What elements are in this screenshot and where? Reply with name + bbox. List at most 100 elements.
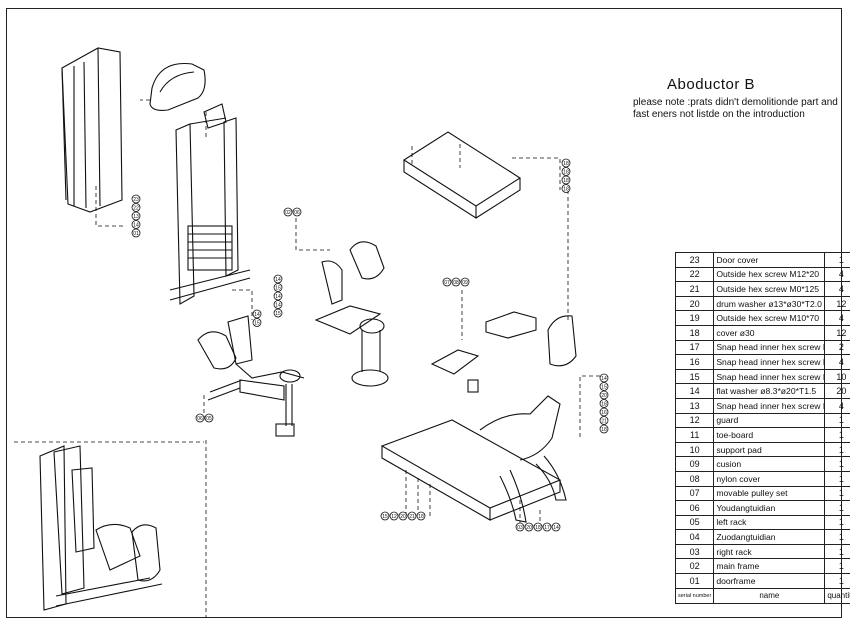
callout-circle [599,382,609,391]
callout-label: 15 [275,311,281,317]
parts-list-cell-no: 20 [674,295,715,312]
callout-label: 18 [418,514,424,520]
callout-circle [416,511,426,521]
callout-circle [599,416,609,425]
callout-circle [561,167,571,176]
callout-circle [131,194,141,204]
parts-list-cell-qty: 1 [824,514,850,531]
callout-label: 02 [285,210,291,216]
parts-list-cell-qty: 10 [824,368,850,385]
parts-list-cell-name: Zuodangtuidian [713,529,826,545]
callout-label: 18 [601,427,607,433]
callout-circle [533,522,543,532]
callout-circle [131,203,141,212]
callout-label: 06 [197,416,203,422]
callout-circle [460,277,470,287]
callout-circle [273,300,283,309]
callout-label: 05 [206,416,212,422]
parts-list-cell-no: 19 [674,310,715,326]
parts-list-cell-no: 21 [674,281,715,297]
parts-list-cell-name: support pad [713,441,826,458]
callout-circle [283,207,293,217]
base-frame-part [380,395,567,523]
parts-list-cell-qty: 1 [824,485,850,502]
parts-list-cell-name: drum washer ø13*ø30*T2.0 [713,295,826,312]
parts-list-cell-no: 18 [674,324,715,341]
parts-list-cell-no: 07 [674,485,715,502]
callout-label: 18 [563,187,569,193]
parts-list-cell-name: Youdangtuidian [713,500,826,516]
callout-label: 22 [133,206,139,212]
callout-label: 12 [391,514,397,520]
parts-list-cell-qty: 1 [824,252,850,268]
parts-list-cell-name: main frame [713,558,826,575]
callout-circle [561,175,571,185]
parts-list-cell-qty: 4 [824,354,850,370]
callout-circle [561,158,571,168]
callout-label: 14 [275,294,281,300]
parts-list-cell-no: 17 [674,339,715,356]
callout-label: 17 [544,525,550,531]
parts-list-cell-qty: 2 [824,339,850,356]
callout-label: 21 [601,419,607,425]
callout-label: 01 [133,231,139,237]
main-frame-part [169,103,251,305]
parts-list-cell-qty: 1 [824,441,850,458]
callout-circle [195,413,205,423]
parts-list-cell-no: 11 [674,427,715,443]
callout-label: 21 [409,514,415,520]
callout-label: 15 [382,514,388,520]
parts-list-cell-no: 15 [674,368,715,385]
callout-circle [599,373,609,383]
parts-list-cell-qty: 12 [824,324,850,341]
callout-label: 18 [563,161,569,167]
movable-pulley-part [430,311,577,393]
callout-circle [273,283,283,292]
callout-circle [131,211,141,221]
callout-label: 15 [275,286,281,292]
parts-list-cell-qty: 1 [824,456,850,472]
callout-label: 13 [133,214,139,220]
parts-list-cell-name: toe-board [713,427,826,443]
left-rack-assembly [197,315,305,437]
parts-list-cell-qty: 1 [824,543,850,560]
parts-list-cell-no: 08 [674,470,715,487]
parts-list-cell-name: left rack [713,514,826,531]
callout-label: 15 [254,321,260,327]
callout-circle [273,308,283,318]
parts-list-cell-name: flat washer ø8.3*ø20*T1.5 [713,383,826,399]
parts-list-cell-qty: 4 [824,310,850,326]
callout-circle [599,390,609,400]
callout-label: 08 [453,280,459,286]
callout-label: 18 [563,178,569,184]
callout-circle [599,407,609,417]
guard-part [149,62,206,111]
parts-list-cell-no: 12 [674,412,715,429]
parts-list-cell-no: 04 [674,529,715,545]
parts-list-cell-name: guard [713,412,826,429]
door-cover-part [61,47,123,213]
callout-circle [407,511,417,521]
callout-circle [131,228,141,238]
callout-label: 14 [553,525,559,531]
callout-circle [252,309,262,319]
parts-list-cell-no: 10 [674,441,715,458]
parts-list-cell-qty: 12 [824,295,850,312]
callout-circle [273,291,283,301]
leader-lines [14,99,600,618]
parts-list-cell-no: 05 [674,514,715,531]
parts-list-cell-name: right rack [713,543,826,560]
callout-circle [204,413,214,423]
parts-list-cell-name: Outside hex screw M0*125 [713,281,826,297]
parts-list-cell-qty: 4 [824,266,850,283]
